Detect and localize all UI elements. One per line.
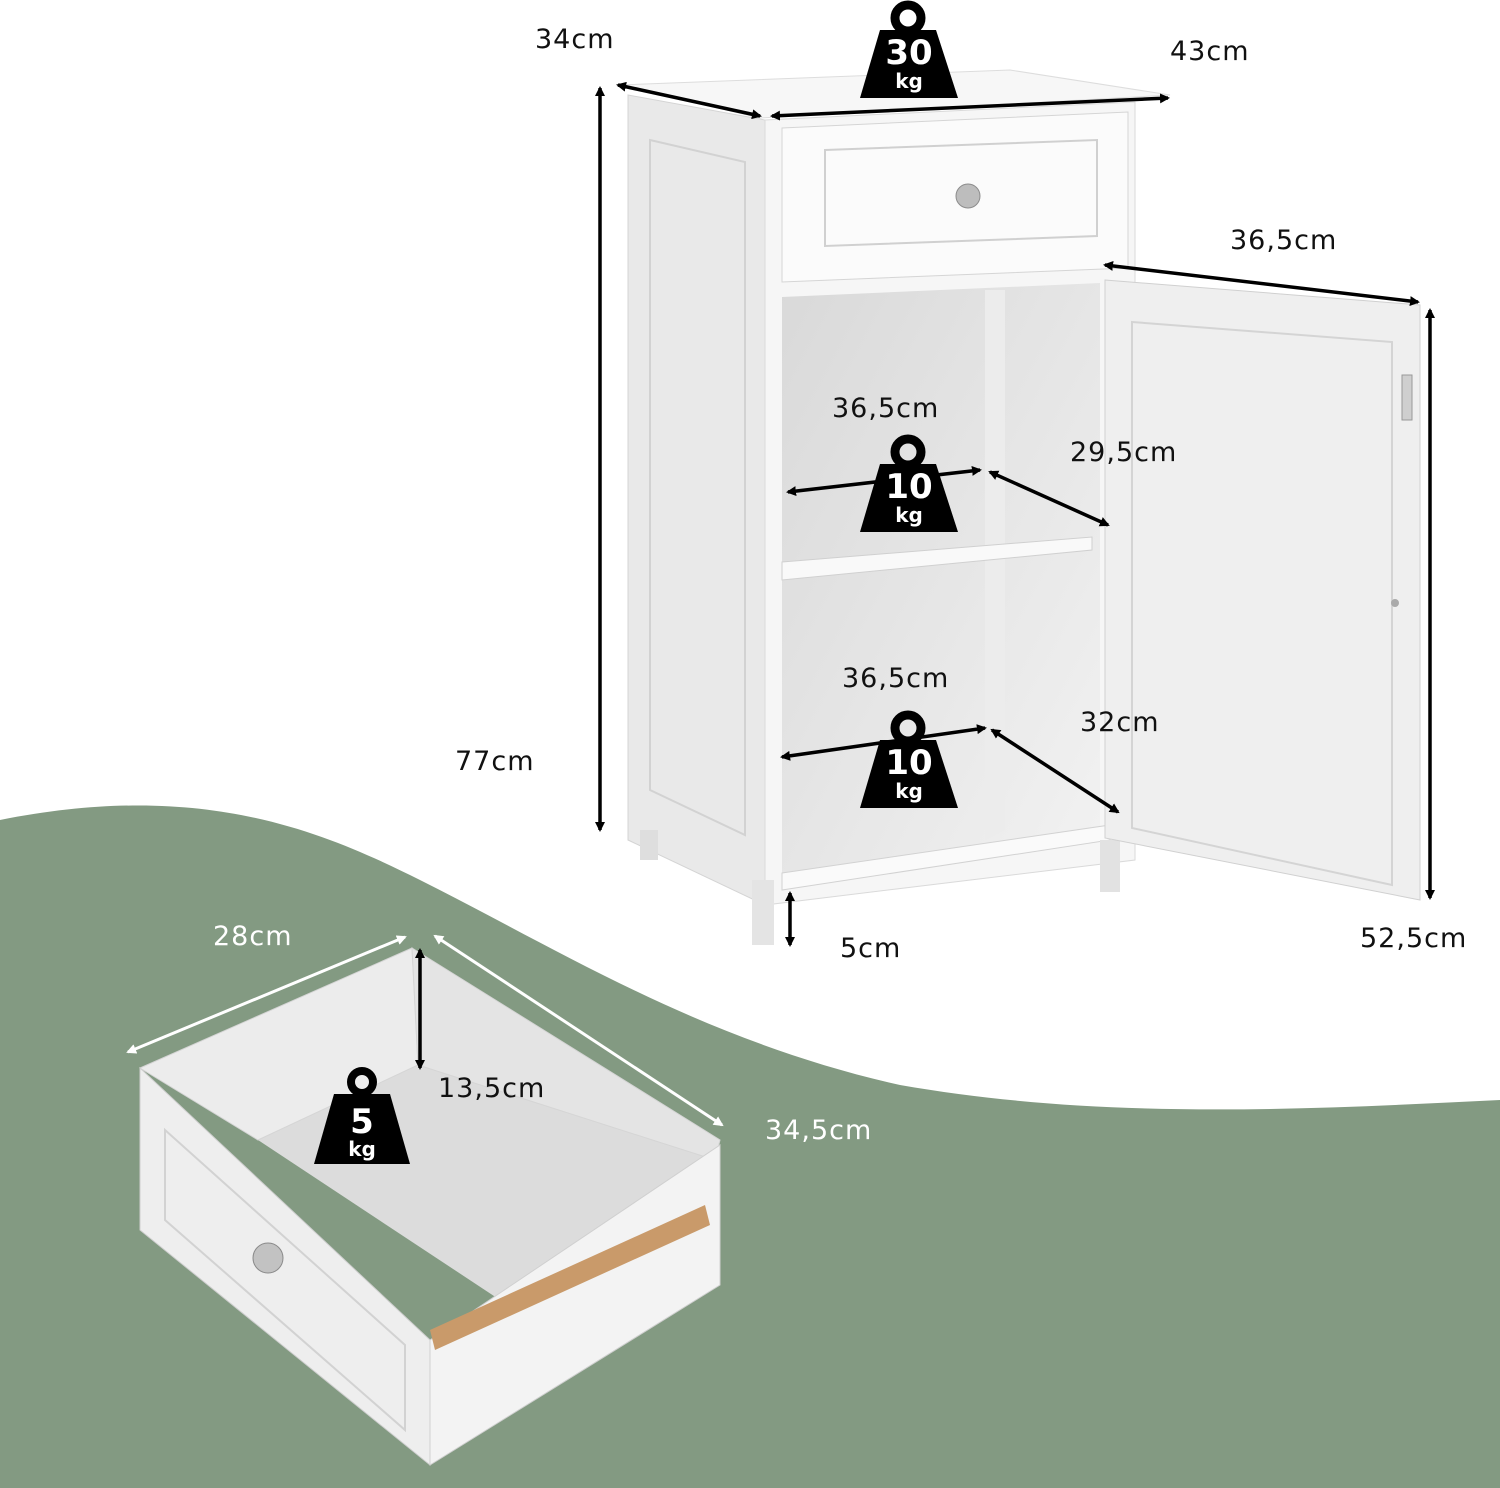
label-leg-height: 5cm	[840, 933, 902, 964]
label-lower-depth: 32cm	[1080, 707, 1160, 738]
cabinet	[619, 69, 1421, 945]
arrow-top-depth	[616, 81, 762, 120]
label-top-width: 43cm	[1170, 36, 1250, 67]
green-background-wave	[0, 805, 1500, 1488]
weight-value: 10	[885, 743, 932, 783]
weight-value: 5	[350, 1102, 374, 1142]
label-door-width: 36,5cm	[1230, 225, 1338, 256]
label-lower-width: 36,5cm	[842, 663, 950, 694]
label-upper-shelf-width: 36,5cm	[832, 393, 940, 424]
label-drawer-depth: 34,5cm	[765, 1115, 873, 1146]
label-drawer-width: 28cm	[213, 921, 293, 952]
weight-icon-drawer: 5 kg	[314, 1067, 410, 1164]
label-upper-shelf-depth: 29,5cm	[1070, 437, 1178, 468]
shelf	[781, 536, 1093, 581]
weight-value: 10	[885, 467, 932, 507]
drawer-side-panel	[429, 1144, 721, 1466]
arrow-upper-shelf-depth	[988, 470, 1110, 527]
drawer-knob	[252, 1242, 284, 1274]
cabinet-leg	[752, 880, 774, 945]
cabinet-leg	[1100, 840, 1120, 892]
arrow-top-width	[770, 93, 1170, 121]
label-drawer-height: 13,5cm	[438, 1073, 546, 1104]
label-total-height: 77cm	[455, 746, 535, 777]
weight-value: 30	[885, 33, 932, 73]
cabinet-leg	[640, 830, 658, 860]
weight-icon-upper-shelf: 10 kg	[860, 434, 958, 532]
door-knob	[1391, 599, 1399, 607]
drawer-front	[781, 111, 1129, 283]
label-top-depth: 34cm	[535, 24, 615, 55]
weight-unit: kg	[895, 503, 923, 527]
drawer-wood-edge	[430, 1205, 710, 1350]
weight-icon-lower-compartment: 10 kg	[860, 710, 958, 808]
drawer-dimension-arrows	[126, 934, 724, 1127]
arrow-door-width	[1103, 260, 1420, 307]
weight-unit: kg	[895, 779, 923, 803]
drawer-knob	[955, 183, 981, 209]
arrow-lower-depth	[990, 728, 1120, 814]
weight-unit: kg	[895, 69, 923, 93]
cabinet-dimension-arrows	[595, 81, 1435, 947]
arrow-drawer-depth	[433, 934, 724, 1127]
door-hinge	[1401, 374, 1413, 421]
weight-icon-top: 30 kg	[860, 0, 958, 98]
weight-unit: kg	[348, 1137, 376, 1161]
cabinet-door	[1104, 279, 1421, 901]
arrow-drawer-width	[126, 935, 407, 1054]
label-door-height: 52,5cm	[1360, 923, 1468, 954]
